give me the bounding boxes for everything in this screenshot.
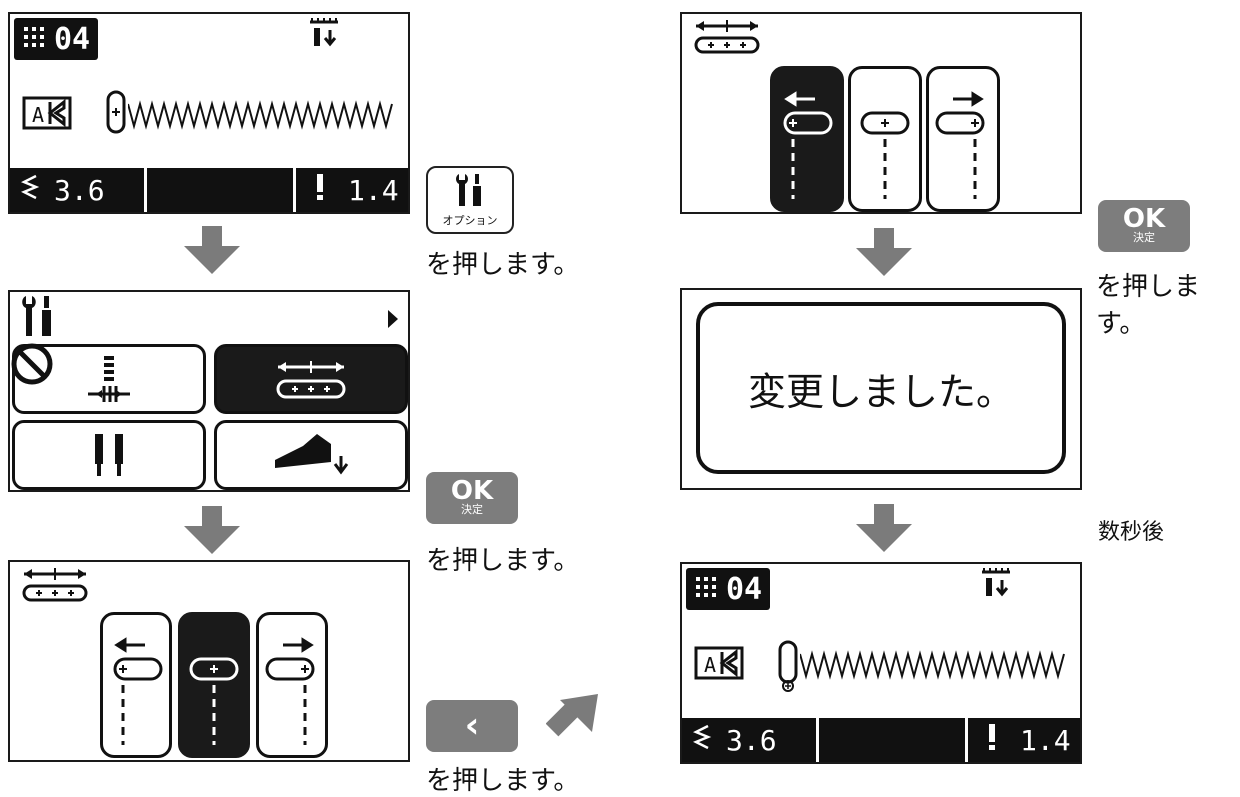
arrow-up-right-icon [545, 690, 602, 750]
needle-center-option[interactable] [178, 612, 250, 758]
next-page-icon[interactable] [386, 308, 400, 334]
ok-button-sublabel: 決定 [1133, 231, 1155, 244]
ok-button-label: OK [450, 476, 494, 506]
caption-press-3: を押します。 [426, 766, 580, 796]
arrow-down-icon [184, 226, 240, 274]
stitch-width-value: 3.6 [726, 723, 777, 757]
stitch-length-icon [988, 723, 996, 758]
stitch-screen-initial: 04 A 3.6 1.4 [8, 12, 410, 214]
menu-item-needle-position[interactable] [214, 344, 408, 414]
presser-foot-icon: A [22, 88, 132, 140]
stitch-width-segment: 3.6 [10, 168, 144, 212]
needle-position-screen-left [680, 12, 1082, 214]
tools-icon [453, 172, 487, 212]
prohibited-icon [10, 342, 54, 390]
ok-button-label: OK [1122, 204, 1166, 234]
stitch-width-icon [692, 724, 714, 757]
stitch-length-icon [316, 173, 324, 208]
arrow-down-icon [856, 504, 912, 552]
caption-after-seconds: 数秒後 [1098, 520, 1165, 545]
ok-button[interactable]: OK 決定 [1098, 200, 1190, 252]
stitch-width-value: 3.6 [54, 173, 105, 207]
stitch-width-segment: 3.6 [682, 718, 816, 762]
ok-button-sublabel: 決定 [461, 503, 483, 516]
stitch-width-icon [20, 174, 42, 207]
needle-position-screen-center [8, 560, 410, 762]
stitch-screen-result: 04 A 3.6 1.4 [680, 562, 1082, 764]
ok-button[interactable]: OK 決定 [426, 472, 518, 524]
zigzag-stitch-icon [799, 650, 1070, 684]
caption-press-1: を押します。 [426, 250, 580, 280]
needle-center-option[interactable] [848, 66, 922, 212]
option-button-label: オプション [442, 214, 498, 227]
menu-item-presser-foot-down[interactable] [214, 420, 408, 490]
status-bar: 3.6 1.4 [10, 168, 408, 212]
needle-left-option[interactable] [100, 612, 172, 758]
pattern-number: 04 [726, 571, 763, 607]
chevron-left-icon: ‹ [464, 705, 480, 746]
menu-item-twin-needle[interactable] [12, 420, 206, 490]
needle-position-icon [20, 566, 90, 610]
needle-right-option[interactable] [256, 612, 328, 758]
stitch-length-segment: 1.4 [296, 168, 408, 212]
confirmation-screen: 変更しました。 [680, 288, 1082, 490]
arrow-down-icon [856, 228, 912, 276]
grid-icon [22, 22, 46, 57]
needle-down-icon [978, 566, 1018, 610]
needle-right-option[interactable] [926, 66, 1000, 212]
needle-down-icon [306, 16, 346, 60]
svg-text:A: A [32, 103, 44, 127]
arrow-down-icon [184, 506, 240, 554]
caption-press-4: を押します。 [1096, 272, 1201, 339]
pattern-number: 04 [54, 21, 91, 57]
presser-foot-icon: A [694, 638, 804, 698]
grid-icon [694, 572, 718, 607]
option-button[interactable]: オプション [426, 166, 514, 234]
needle-left-option[interactable] [770, 66, 844, 212]
caption-press-2: を押します。 [426, 546, 580, 576]
tools-icon [18, 294, 58, 342]
back-button[interactable]: ‹ [426, 700, 518, 752]
confirmation-message: 変更しました。 [747, 369, 1014, 414]
pattern-number-box: 04 [14, 18, 99, 60]
pattern-number-box: 04 [686, 568, 771, 610]
zigzag-stitch-icon [127, 100, 398, 134]
confirmation-message-box: 変更しました。 [696, 302, 1066, 474]
needle-position-icon [692, 18, 762, 62]
svg-text:A: A [704, 653, 716, 677]
stitch-length-segment: 1.4 [968, 718, 1080, 762]
stitch-length-value: 1.4 [348, 173, 399, 207]
status-bar: 3.6 1.4 [682, 718, 1080, 762]
stitch-length-value: 1.4 [1020, 723, 1071, 757]
option-menu-screen [8, 290, 410, 492]
